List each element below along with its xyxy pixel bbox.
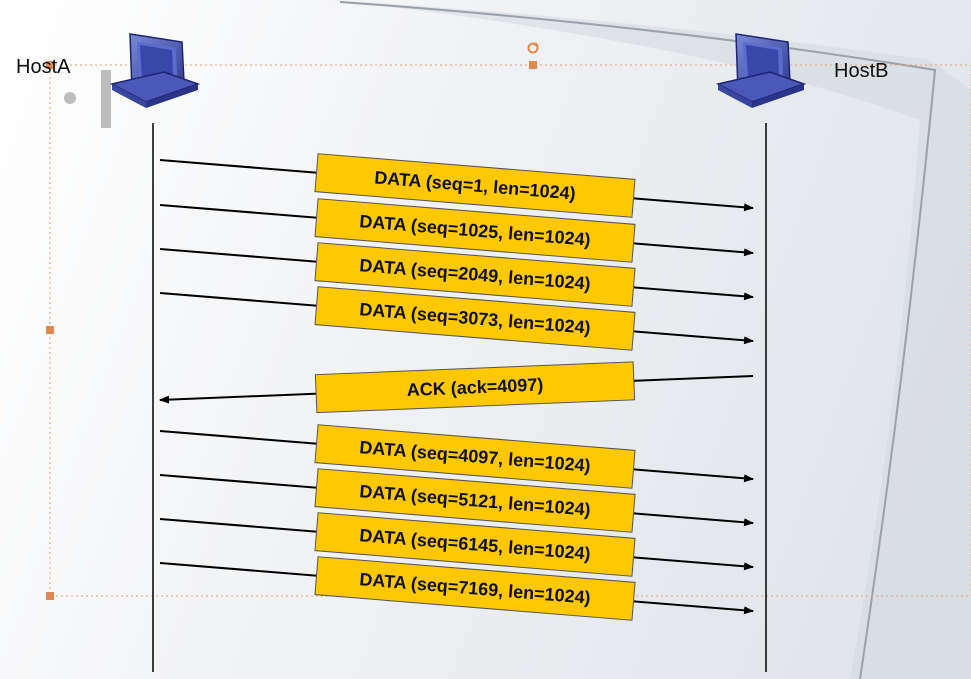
page-curl-edge: [339, 1, 937, 679]
selection-handle-bottom-left[interactable]: [46, 592, 54, 600]
selection-frame: [49, 64, 971, 597]
message-label-background: [314, 242, 636, 307]
hostA-computer-icon: [109, 33, 201, 108]
message-label-box: DATA (seq=7169, len=1024): [314, 556, 636, 621]
selection-handle-top[interactable]: [46, 61, 54, 69]
message-5: ACK (ack=4097): [159, 361, 754, 414]
message-8: DATA (seq=6145, len=1024): [159, 512, 754, 577]
message-label-background: [314, 468, 636, 533]
message-9: DATA (seq=7169, len=1024): [159, 556, 754, 621]
message-label-background: [314, 361, 636, 414]
message-3: DATA (seq=2049, len=1024): [159, 242, 754, 307]
messages-layer: DATA (seq=1, len=1024)DATA (seq=1025, le…: [159, 153, 754, 621]
message-7: DATA (seq=5121, len=1024): [159, 468, 754, 533]
message-label-box: DATA (seq=3073, len=1024): [314, 286, 636, 351]
message-2: DATA (seq=1025, len=1024): [159, 198, 754, 263]
message-label-box: ACK (ack=4097): [314, 361, 636, 414]
message-label-background: [314, 556, 636, 621]
selection-handle-top-mid[interactable]: [529, 61, 537, 69]
message-label-background: [314, 198, 636, 263]
message-4: DATA (seq=3073, len=1024): [159, 286, 754, 351]
message-label-box: DATA (seq=4097, len=1024): [314, 424, 636, 489]
message-1: DATA (seq=1, len=1024): [159, 153, 754, 218]
hostB-computer-icon: [715, 33, 807, 108]
message-label-background: [314, 424, 636, 489]
message-label-box: DATA (seq=1025, len=1024): [314, 198, 636, 263]
message-label-background: [314, 512, 636, 577]
message-label-box: DATA (seq=6145, len=1024): [314, 512, 636, 577]
text-cursor-bar: [101, 70, 111, 128]
hostA-label: HostA: [16, 56, 71, 78]
hostB-label: HostB: [834, 60, 889, 82]
page-curl-decoration: [330, 0, 971, 679]
message-label-box: DATA (seq=1, len=1024): [314, 153, 636, 218]
message-label-background: [314, 153, 636, 218]
bullet-dot: [64, 92, 76, 104]
message-6: DATA (seq=4097, len=1024): [159, 424, 754, 489]
message-label-box: DATA (seq=2049, len=1024): [314, 242, 636, 307]
message-label-box: DATA (seq=5121, len=1024): [314, 468, 636, 533]
message-label-background: [314, 286, 636, 351]
selection-handle-left-mid[interactable]: [46, 326, 54, 334]
rotate-handle-icon[interactable]: [527, 42, 540, 54]
